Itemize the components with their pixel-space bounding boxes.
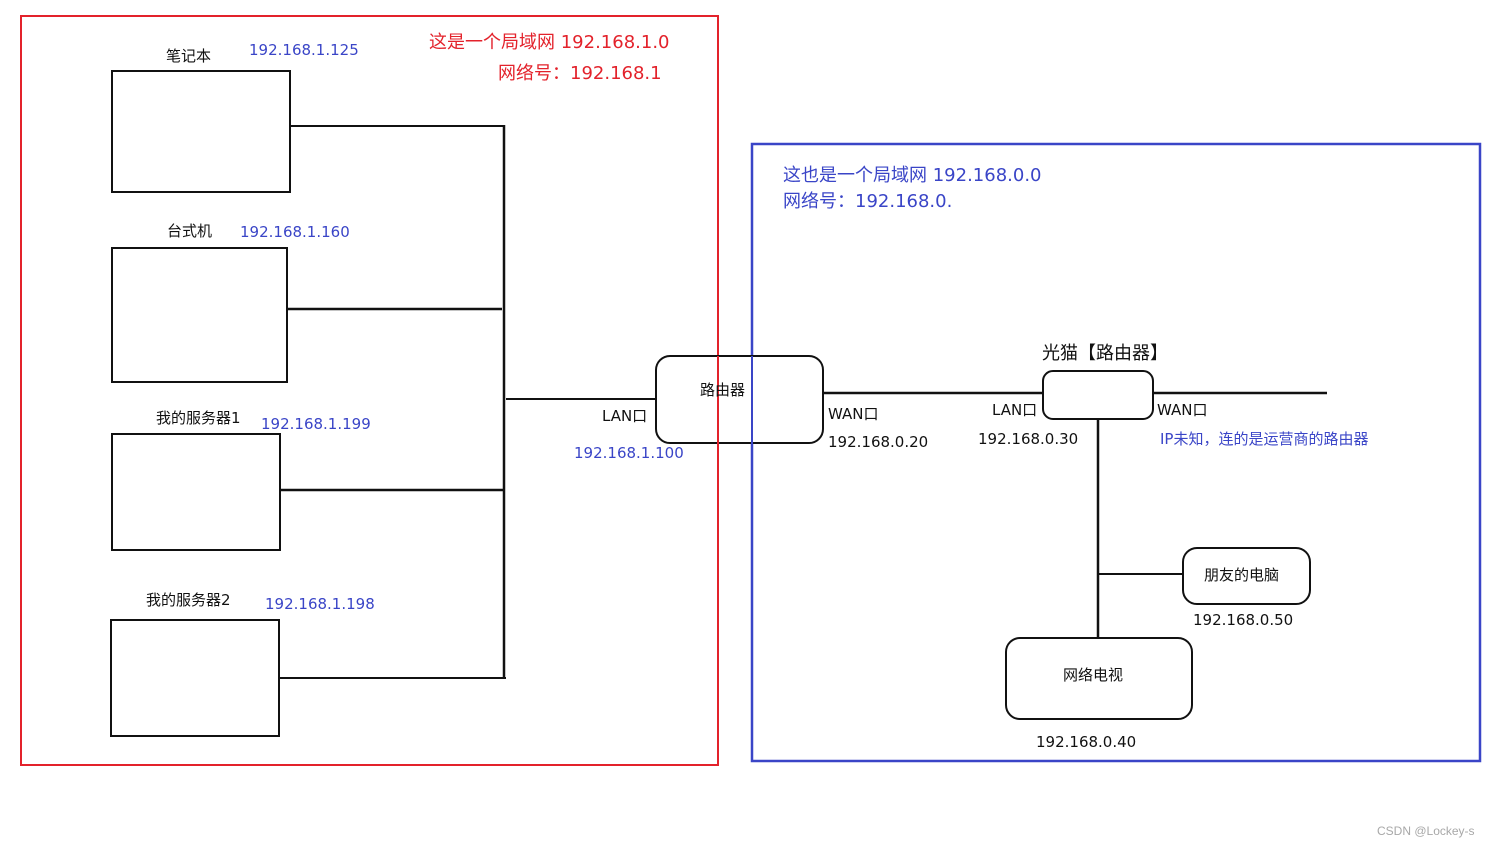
modem-lan-port-label: LAN口 <box>992 401 1038 419</box>
router-box <box>655 355 824 444</box>
lan-left-title: 这是一个局域网 192.168.1.0 <box>429 32 670 53</box>
router-lan-ip: 192.168.1.100 <box>574 444 684 462</box>
network-tv-label: 网络电视 <box>1063 666 1124 684</box>
laptop-label: 笔记本 <box>166 47 212 65</box>
router-label: 路由器 <box>700 381 746 399</box>
modem-label: 光猫【路由器】 <box>1042 343 1168 364</box>
laptop-box <box>111 70 291 193</box>
friend-pc-ip: 192.168.0.50 <box>1193 611 1294 629</box>
watermark: CSDN @Lockey-s <box>1377 824 1475 838</box>
server2-label: 我的服务器2 <box>146 591 231 609</box>
desktop-label: 台式机 <box>167 222 213 240</box>
friend-pc-box <box>1182 547 1311 605</box>
desktop-ip: 192.168.1.160 <box>240 223 350 241</box>
network-tv-ip: 192.168.0.40 <box>1036 733 1137 751</box>
lan-right-boundary <box>750 142 1482 763</box>
router-wan-ip: 192.168.0.20 <box>828 433 929 451</box>
server1-ip: 192.168.1.199 <box>261 415 371 433</box>
server1-box <box>111 433 281 551</box>
lan-right-title: 这也是一个局域网 192.168.0.0 <box>783 165 1042 186</box>
modem-wan-port-label: WAN口 <box>1157 401 1208 419</box>
friend-pc-label: 朋友的电脑 <box>1204 566 1280 584</box>
modem-box <box>1042 370 1154 420</box>
router-wan-port-label: WAN口 <box>828 405 879 423</box>
server2-box <box>110 619 280 737</box>
lan-left-network-id: 网络号：192.168.1 <box>498 63 662 84</box>
laptop-ip: 192.168.1.125 <box>249 41 359 59</box>
modem-lan-ip: 192.168.0.30 <box>978 430 1079 448</box>
router-lan-port-label: LAN口 <box>602 407 648 425</box>
server1-label: 我的服务器1 <box>156 409 241 427</box>
lan-right-network-id: 网络号：192.168.0. <box>783 191 953 212</box>
desktop-box <box>111 247 288 383</box>
modem-wan-note: IP未知，连的是运营商的路由器 <box>1160 430 1369 448</box>
network-tv-box <box>1005 637 1193 720</box>
server2-ip: 192.168.1.198 <box>265 595 375 613</box>
